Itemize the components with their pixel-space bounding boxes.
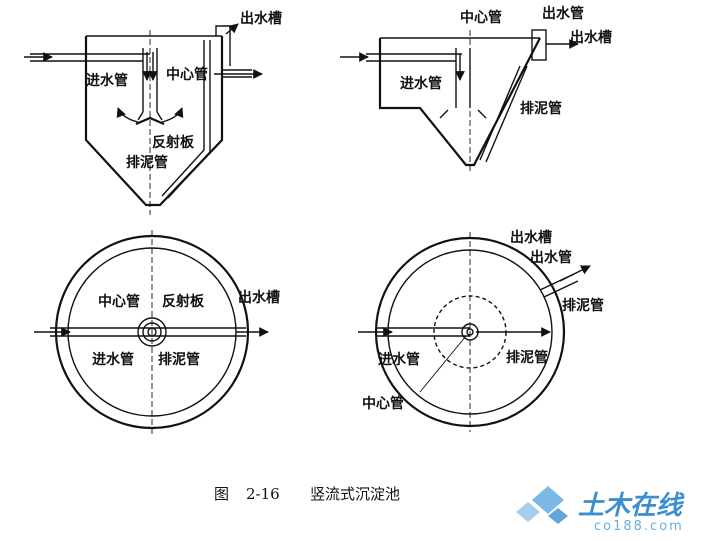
label-outlet-trough-r: 出水槽 bbox=[570, 29, 612, 46]
bottom-right-plan: 出水槽 出水管 排泥管 进水管 排泥管 中心管 bbox=[358, 229, 604, 432]
overflow-arrow bbox=[225, 23, 239, 35]
outlet-pipe-br-b bbox=[543, 280, 579, 298]
label-outlet-trough: 出水槽 bbox=[240, 10, 282, 27]
label-inlet-pipe-br: 进水管 bbox=[378, 351, 420, 368]
label-sludge-pipe-bl: 排泥管 bbox=[158, 351, 200, 368]
center-pipe-bell bbox=[137, 111, 163, 121]
bottom-left-plan: 中心管 反射板 出水槽 进水管 排泥管 bbox=[34, 230, 280, 436]
caption-number: 2-16 bbox=[246, 485, 280, 503]
sludge-pipe-a bbox=[161, 40, 205, 197]
tank-shell-left bbox=[84, 36, 224, 207]
label-sludge-pipe-r: 排泥管 bbox=[520, 100, 562, 117]
sludge-pipe-r-a bbox=[479, 65, 521, 161]
watermark-brand: 土木在线 bbox=[578, 491, 685, 521]
deflect-arrow-left bbox=[116, 107, 139, 123]
caption-title: 竖流式沉淀池 bbox=[310, 485, 400, 503]
top-right-elevation: 中心管 出水管 出水槽 进水管 排泥管 bbox=[340, 5, 612, 172]
diamond-logo-icon bbox=[516, 486, 568, 524]
outlet-arrow-br bbox=[559, 265, 591, 282]
leader-center-pipe-br bbox=[419, 335, 467, 393]
caption-figure-no: 图 bbox=[214, 485, 229, 503]
label-center-pipe: 中心管 bbox=[166, 66, 208, 83]
label-outlet-pipe-r: 出水管 bbox=[542, 5, 584, 22]
label-center-pipe-r: 中心管 bbox=[460, 9, 502, 26]
deflect-arrow-right bbox=[161, 107, 184, 123]
watermark-site: co188.com bbox=[594, 519, 684, 534]
deflect-arrows-r bbox=[439, 109, 487, 119]
outlet-box-r bbox=[531, 29, 547, 61]
label-outlet-pipe-br: 出水管 bbox=[530, 249, 572, 266]
sludge-pipe-r-b bbox=[485, 65, 528, 163]
label-inlet-pipe-bl: 进水管 bbox=[92, 351, 134, 368]
label-outlet-trough-bl: 出水槽 bbox=[238, 289, 280, 306]
label-sludge-pipe-right-br: 排泥管 bbox=[562, 297, 604, 314]
label-deflector-bl: 反射板 bbox=[162, 293, 205, 310]
label-outlet-trough-br: 出水槽 bbox=[510, 229, 552, 246]
label-deflector: 反射板 bbox=[152, 134, 195, 151]
label-inlet-pipe: 进水管 bbox=[86, 72, 128, 89]
sludge-pipe-b bbox=[167, 40, 211, 199]
label-center-pipe-bl: 中心管 bbox=[98, 293, 140, 310]
top-left-elevation: 出水槽 进水管 中心管 反射板 排泥管 bbox=[24, 10, 282, 215]
watermark-logo[interactable]: 土木在线 co188.com bbox=[516, 486, 685, 534]
center-pipe-r bbox=[455, 48, 471, 108]
label-center-pipe-br: 中心管 bbox=[362, 395, 404, 412]
label-sludge-pipe-br: 排泥管 bbox=[506, 349, 548, 366]
label-inlet-pipe-r: 进水管 bbox=[400, 75, 442, 92]
deflector-ring-bl bbox=[137, 317, 167, 347]
figure-caption: 图 2-16 竖流式沉淀池 bbox=[214, 485, 400, 503]
deflector-plate bbox=[135, 116, 165, 126]
tank-shell-right bbox=[378, 37, 541, 167]
label-sludge-pipe: 排泥管 bbox=[126, 154, 168, 171]
outlet-trough bbox=[215, 25, 231, 66]
